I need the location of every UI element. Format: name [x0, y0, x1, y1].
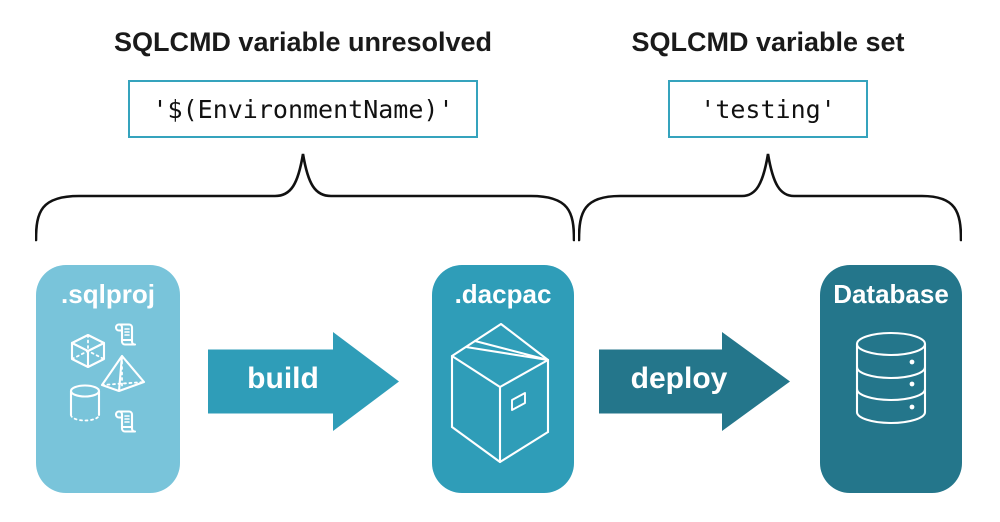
left-brace: [35, 153, 575, 242]
package-icon: [450, 323, 550, 465]
code-value-set: 'testing': [700, 94, 836, 124]
right-brace: [578, 153, 962, 242]
node-database-label: Database: [833, 279, 949, 309]
database-icon: [854, 331, 928, 427]
scroll-icon: [110, 408, 138, 436]
node-sqlproj: .sqlproj: [36, 265, 180, 493]
build-arrow-label: build: [247, 362, 319, 395]
code-box-set: 'testing': [668, 80, 868, 138]
heading-sqlcmd-set: SQLCMD variable set: [631, 27, 905, 57]
node-dacpac: .dacpac: [432, 265, 574, 493]
code-value-unresolved: '$(EnvironmentName)': [152, 94, 454, 124]
cylinder-icon: [69, 384, 101, 422]
heading-sqlcmd-unresolved: SQLCMD variable unresolved: [113, 27, 493, 57]
build-arrow: [208, 332, 399, 431]
deploy-arrow-label: deploy: [630, 362, 728, 395]
deploy-arrow: [599, 332, 790, 431]
node-dacpac-label: .dacpac: [454, 279, 552, 309]
pyramid-icon: [100, 353, 146, 395]
scroll-icon: [110, 321, 138, 349]
node-database: Database: [820, 265, 962, 493]
code-box-unresolved: '$(EnvironmentName)': [128, 80, 478, 138]
node-sqlproj-label: .sqlproj: [61, 279, 155, 309]
cube-icon: [68, 331, 108, 371]
